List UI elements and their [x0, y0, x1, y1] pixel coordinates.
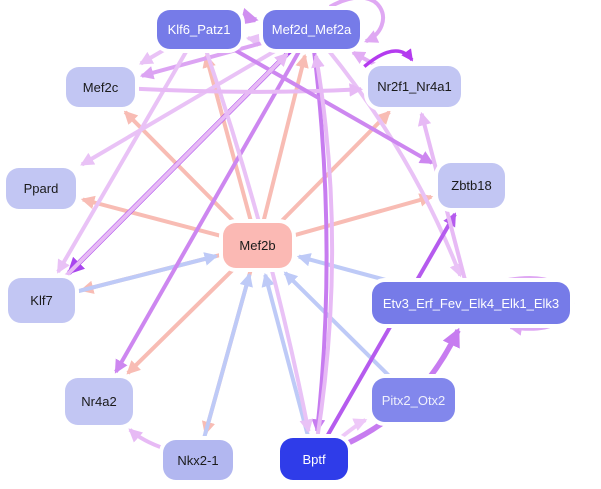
node-mef2c[interactable]: Mef2c: [66, 67, 135, 107]
edge-self-loop-nr2f1_nr4a1[interactable]: [363, 48, 414, 68]
node-nr4a2[interactable]: Nr4a2: [65, 378, 133, 425]
node-nr2f1_nr4a1[interactable]: Nr2f1_Nr4a1: [368, 66, 461, 107]
edge-mef2d_mef2a-nr4a2[interactable]: [114, 46, 304, 374]
node-label: Mef2c: [82, 79, 119, 95]
node-label: Pitx2_Otx2: [381, 392, 446, 408]
edge-mef2b-mef2c[interactable]: [123, 110, 239, 226]
node-label: Klf6_Patz1: [167, 22, 231, 37]
edge-klf6_patz1-klf7[interactable]: [56, 46, 191, 274]
edge-klf6_patz1-mef2c[interactable]: [139, 46, 169, 66]
node-label: Nr4a2: [81, 394, 117, 409]
edge-bptf-zbtb18[interactable]: [323, 212, 457, 441]
edge-nkx2_1-mef2b[interactable]: [201, 272, 253, 443]
node-label: Ppard: [23, 181, 59, 196]
edge-mef2b-zbtb18[interactable]: [289, 193, 434, 239]
edge-mef2d_mef2a-etv3[interactable]: [324, 46, 463, 278]
edge-mef2d_mef2a-mef2c[interactable]: [139, 40, 266, 80]
edge-klf6_patz1-zbtb18[interactable]: [230, 46, 434, 165]
edge-nkx2_1-nr4a2[interactable]: [128, 428, 166, 451]
edge-mef2b-klf6_patz1[interactable]: [202, 53, 254, 226]
node-label: Mef2d_Mef2a: [271, 22, 352, 37]
node-nkx2_1[interactable]: Nkx2-1: [163, 440, 233, 480]
node-mef2d_mef2a[interactable]: Mef2d_Mef2a: [263, 10, 360, 49]
edge-klf6_patz1-mef2d_mef2a[interactable]: [238, 7, 259, 25]
edge-mef2c-nr2f1_nr4a1[interactable]: [132, 83, 364, 97]
edge-nr2f1_nr4a1-mef2d_mef2a[interactable]: [351, 50, 381, 69]
edge-bptf-mef2d_mef2a[interactable]: [311, 53, 335, 441]
node-label: Klf7: [30, 293, 53, 308]
edge-klf7-mef2d_mef2a[interactable]: [61, 52, 289, 281]
node-klf6_patz1[interactable]: Klf6_Patz1: [157, 10, 241, 49]
node-label: Nkx2-1: [177, 452, 219, 468]
edge-bptf-pitx2_otx2[interactable]: [337, 418, 368, 441]
edge-pitx2_otx2-mef2b[interactable]: [283, 271, 395, 381]
node-pitx2_otx2[interactable]: Pitx2_Otx2: [372, 378, 455, 422]
node-label: Etv3_Erf_Fev_Elk4_Elk1_Elk3: [382, 295, 560, 311]
edge-mef2b-nr2f1_nr4a1[interactable]: [276, 110, 391, 226]
edge-klf7-mef2b[interactable]: [72, 252, 219, 295]
node-label: Bptf: [302, 451, 326, 467]
node-klf7[interactable]: Klf7: [8, 278, 75, 323]
edge-self-loop-etv3[interactable]: [508, 276, 575, 336]
node-zbtb18[interactable]: Zbtb18: [438, 163, 505, 208]
node-mef2b[interactable]: Mef2b: [223, 223, 292, 268]
edge-etv3-mef2b[interactable]: [296, 253, 396, 285]
edge-self-loop-mef2d_mef2a[interactable]: [328, 0, 385, 44]
node-ppard[interactable]: Ppard: [6, 168, 76, 209]
node-etv3[interactable]: Etv3_Erf_Fev_Elk4_Elk1_Elk3: [372, 282, 570, 324]
edge-mef2b-nr4a2[interactable]: [126, 265, 238, 375]
node-label: Mef2b: [239, 238, 276, 253]
edge-mef2b-mef2d_mef2a[interactable]: [260, 53, 309, 226]
node-label: Zbtb18: [451, 178, 492, 193]
node-label: Nr2f1_Nr4a1: [377, 79, 452, 94]
node-bptf[interactable]: Bptf: [280, 438, 348, 480]
edge-bptf-mef2b[interactable]: [261, 272, 311, 441]
